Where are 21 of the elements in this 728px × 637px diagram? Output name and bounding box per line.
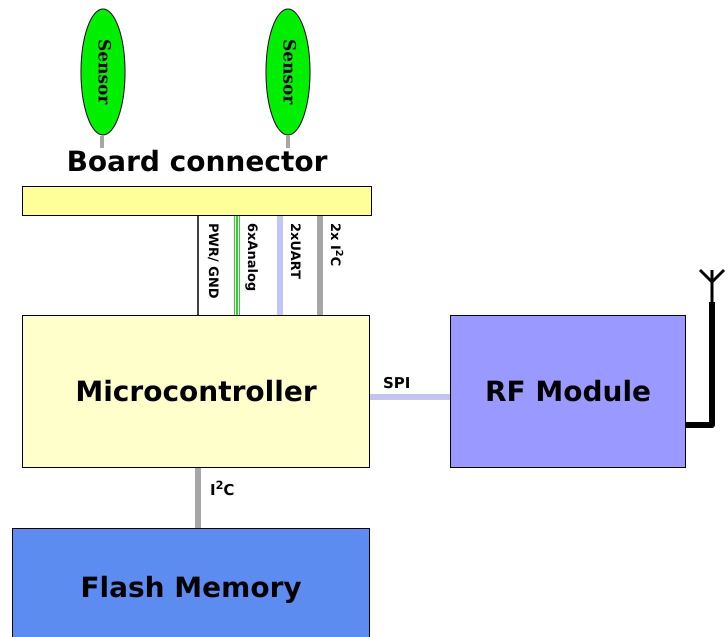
bus-line bbox=[277, 216, 283, 315]
bus-line bbox=[286, 136, 290, 148]
module-title: Microcontroller bbox=[75, 378, 317, 406]
bus-line bbox=[317, 216, 323, 315]
bus-line bbox=[370, 394, 450, 400]
sensor-label: Sensor bbox=[94, 39, 112, 105]
module-box bbox=[22, 315, 370, 468]
module-title: RF Module bbox=[484, 378, 652, 406]
connector-heading: Board connector bbox=[66, 148, 328, 176]
sensor-label: Sensor bbox=[280, 39, 296, 105]
module-box bbox=[12, 528, 370, 637]
module-title: Flash Memory bbox=[80, 574, 302, 602]
bus-line bbox=[100, 136, 104, 148]
bus-line bbox=[195, 468, 201, 528]
edge-label: I$^{2}$C bbox=[210, 482, 234, 498]
bus-line bbox=[234, 216, 240, 316]
bus-line bbox=[197, 216, 199, 315]
edge-label: 6xAnalog bbox=[243, 222, 259, 292]
antenna-icon bbox=[697, 268, 727, 302]
module-box bbox=[450, 315, 686, 468]
edge-label: SPI bbox=[383, 375, 410, 391]
